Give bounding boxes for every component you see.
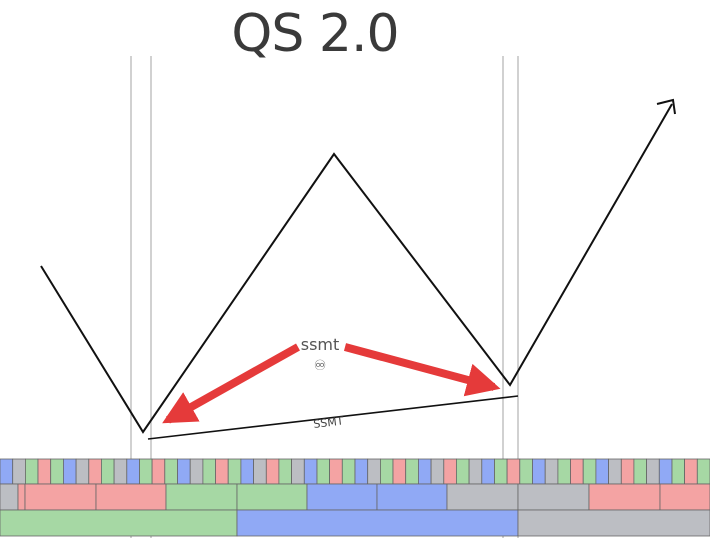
timeframe-candle (446, 483, 519, 511)
timeframe-candle (75, 458, 90, 485)
timeframe-candle (17, 483, 26, 511)
timeframe-candle (481, 458, 495, 485)
timeframe-candle (165, 483, 238, 511)
red-arrow-right (343, 343, 501, 397)
timeframe-candle (517, 483, 590, 511)
timeframe-candle (227, 458, 242, 485)
timeframe-candle (189, 458, 204, 485)
timeframe-candle (430, 458, 445, 485)
timeframe-candle (24, 483, 97, 511)
timeframe-candle (341, 458, 356, 485)
timeframe-candle (354, 458, 369, 485)
timeframe-candle (303, 458, 318, 485)
timeframe-candle (519, 458, 533, 485)
ssmt-line (147, 395, 519, 440)
timeframe-candle (367, 458, 381, 485)
timeframe-candle (659, 483, 710, 511)
timeframe-candle (240, 458, 254, 485)
timeframe-candle (417, 458, 432, 485)
diagram-title: QS 2.0 (231, 4, 399, 64)
timeframe-candle (582, 458, 597, 485)
timeframe-candle (608, 458, 622, 485)
timeframe-candle (306, 483, 378, 511)
timeframe-candle (658, 458, 673, 485)
timeframe-candle (468, 458, 483, 485)
timeframe-candle (24, 458, 39, 485)
timeframe-candle (557, 458, 571, 485)
timeframe-rows (0, 458, 710, 537)
timeframe-candle (376, 483, 448, 511)
timeframe-candle (202, 458, 216, 485)
timeframe-candle (532, 458, 546, 485)
timeframe-candle (588, 483, 661, 511)
timeframe-candle (291, 458, 305, 485)
timeframe-candle (37, 458, 52, 485)
timeframe-candle (455, 458, 470, 485)
timeframe-candle (95, 483, 167, 511)
timeframe-candle (139, 458, 153, 485)
timeframe-candle (405, 458, 419, 485)
timeframe-candle (50, 458, 64, 485)
red-arrow-left (162, 343, 300, 424)
timeframe-candle (0, 458, 14, 485)
timeframe-candle (265, 458, 280, 485)
timeframe-candle (595, 458, 610, 485)
timeframe-candle (620, 458, 635, 485)
ssmt-line-label: SSMT (313, 414, 345, 431)
timeframe-candle (126, 458, 140, 485)
timeframe-candle (236, 483, 308, 511)
infinity-icon: ♾ (314, 358, 327, 374)
timeframe-candle (236, 509, 519, 537)
timeframe-candle (443, 458, 457, 485)
timeframe-candle (633, 458, 648, 485)
timeframe-candle (392, 458, 407, 485)
price-path (40, 103, 673, 434)
timeframe-candle (684, 458, 698, 485)
timeframe-candle (544, 458, 559, 485)
timeframe-candle (164, 458, 178, 485)
timeframe-candle (0, 509, 238, 537)
timeframe-candle (379, 458, 394, 485)
timeframe-candle (12, 458, 26, 485)
timeframe-candle (88, 458, 102, 485)
timeframe-candle (570, 458, 584, 485)
timeframe-candle (671, 458, 686, 485)
timeframe-candle (113, 458, 128, 485)
timeframe-candle (329, 458, 343, 485)
timeframe-candle (63, 458, 77, 485)
timeframe-candle (177, 458, 191, 485)
timeframe-candle (101, 458, 115, 485)
timeframe-candle (506, 458, 521, 485)
timeframe-candle (517, 509, 710, 537)
timeframe-candle (278, 458, 292, 485)
timeframe-candle (696, 458, 710, 485)
price-arrowhead (656, 98, 676, 115)
timeframe-candle (253, 458, 267, 485)
timeframe-candle (0, 483, 19, 511)
timeframe-candle (494, 458, 508, 485)
timeframe-candle (215, 458, 229, 485)
ssmt-label: ssmt (301, 335, 340, 354)
timeframe-candle (646, 458, 660, 485)
timeframe-candle (151, 458, 166, 485)
timeframe-candle (316, 458, 331, 485)
